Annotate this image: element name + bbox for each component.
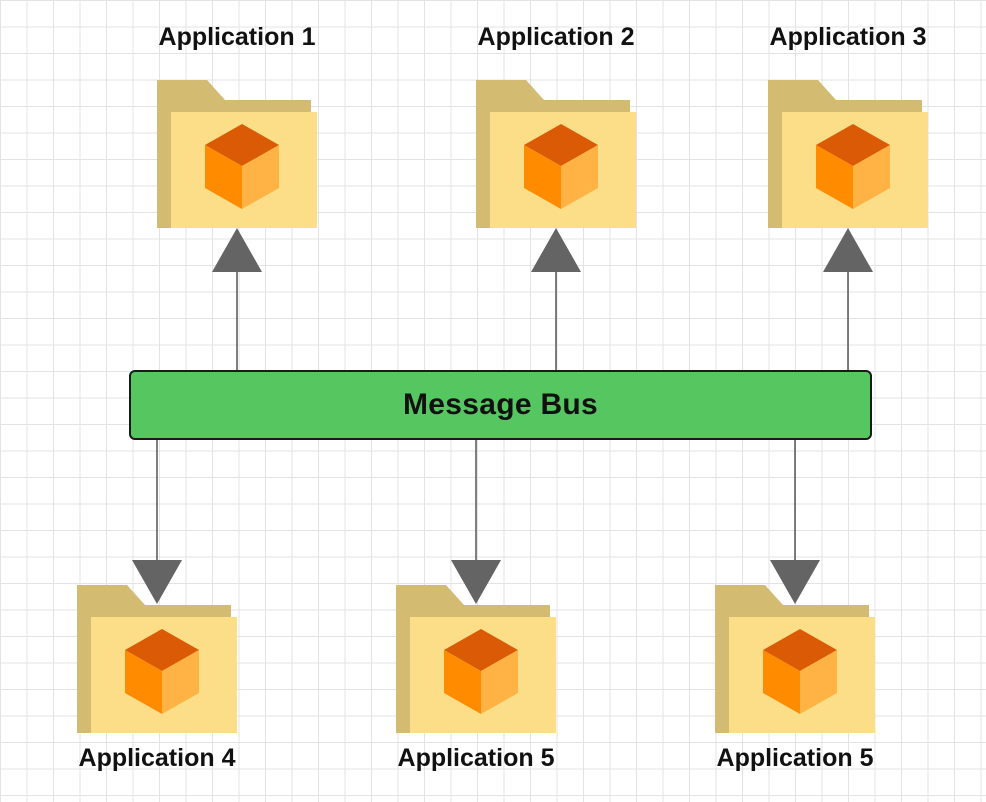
connector-bus-to-application-5 [451, 440, 501, 604]
application-1-label: Application 1 [158, 23, 316, 51]
application-2-label: Application 2 [477, 23, 635, 51]
folder-cube-icon [157, 80, 317, 228]
folder-cube-icon [77, 585, 237, 733]
connector-bus-to-application-6 [770, 440, 820, 604]
connector-bus-to-application-4 [132, 440, 182, 604]
application-1-node [157, 80, 317, 228]
folder-cube-icon [396, 585, 556, 733]
application-5-node [396, 585, 556, 733]
application-2-node [476, 80, 636, 228]
folder-cube-icon [715, 585, 875, 733]
connector-bus-to-application-2 [531, 228, 581, 370]
application-4-node [77, 585, 237, 733]
arrow-up-icon [823, 228, 873, 272]
application-5-label: Application 5 [397, 744, 555, 772]
application-3-node [768, 80, 928, 228]
application-6-label: Application 5 [716, 744, 874, 772]
message-bus-label: Message Bus [402, 388, 599, 421]
folder-cube-icon [768, 80, 928, 228]
arrow-down-icon [770, 560, 820, 604]
application-6-node [715, 585, 875, 733]
arrow-down-icon [451, 560, 501, 604]
arrow-down-icon [132, 560, 182, 604]
arrow-up-icon [212, 228, 262, 272]
connector-bus-to-application-3 [823, 228, 873, 370]
application-4-label: Application 4 [78, 744, 236, 772]
arrow-up-icon [531, 228, 581, 272]
application-3-label: Application 3 [769, 23, 927, 51]
message-bus: Message Bus [129, 370, 872, 440]
connector-bus-to-application-1 [212, 228, 262, 370]
folder-cube-icon [476, 80, 636, 228]
